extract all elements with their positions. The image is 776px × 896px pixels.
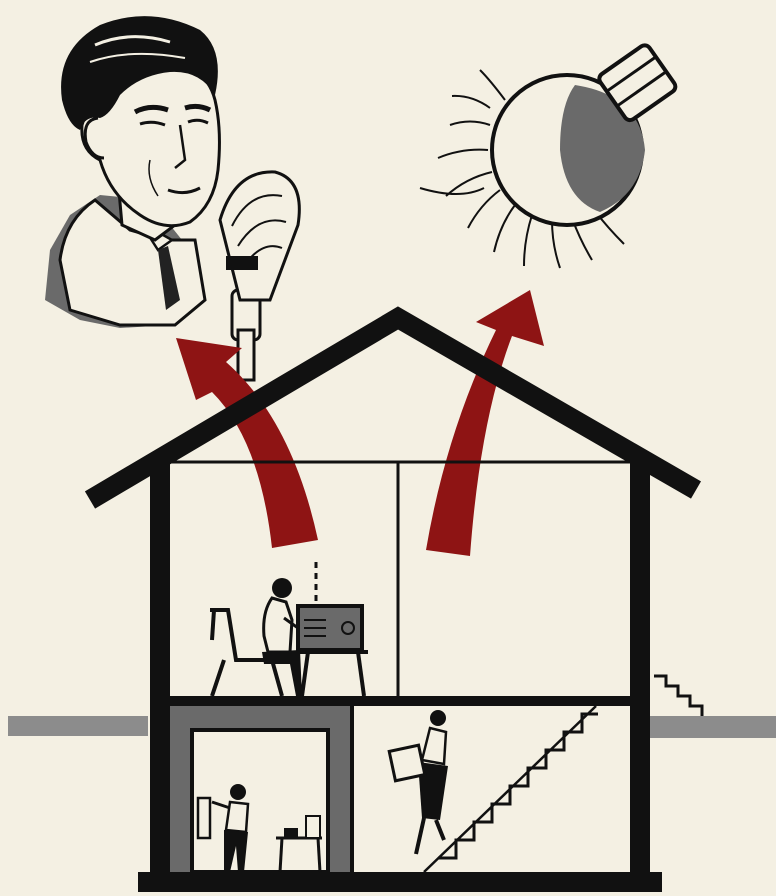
illustration-canvas [0,0,776,896]
